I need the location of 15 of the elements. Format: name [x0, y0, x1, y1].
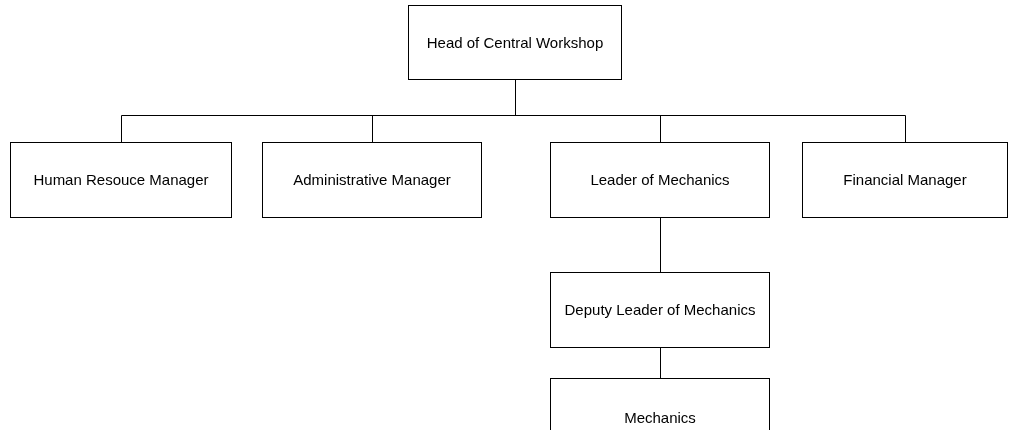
role-title: Administrative Manager	[293, 170, 451, 190]
role-title: Head of Central Workshop	[426, 32, 604, 53]
role-box	[262, 142, 482, 218]
role-box	[10, 142, 232, 218]
role-title: Human Resouce Manager	[33, 170, 209, 190]
role-title: Mechanics	[624, 408, 696, 428]
connector-line	[660, 347, 661, 379]
role-title: Financial Manager	[843, 170, 967, 190]
role-box	[408, 5, 622, 80]
role-title: Deputy Leader of Mechanics	[564, 300, 756, 320]
role-box	[550, 272, 770, 348]
role-box	[802, 142, 1008, 218]
role-title: Leader of Mechanics	[590, 170, 730, 190]
role-box	[550, 142, 770, 218]
connector-line	[660, 217, 661, 273]
